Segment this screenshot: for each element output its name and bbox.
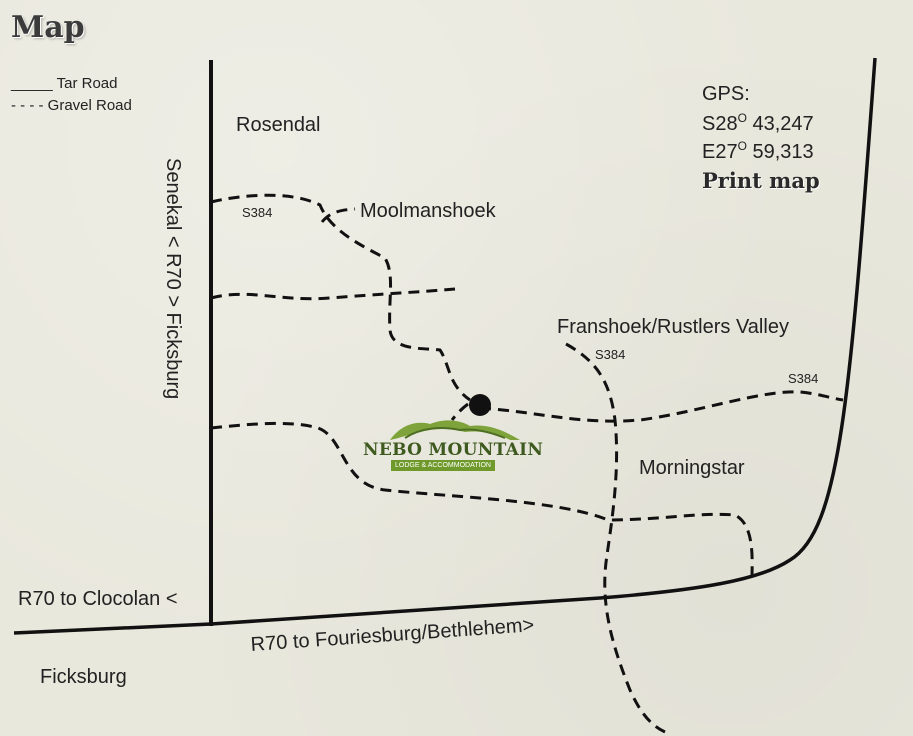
print-map-link[interactable]: Print map [702, 168, 820, 193]
place-rosendal: Rosendal [236, 114, 321, 136]
gps-label: GPS: [702, 83, 750, 105]
road-label-s384-middle: S384 [595, 347, 626, 362]
legend-gravel-road: - - - - Gravel Road [11, 97, 132, 114]
gps-longitude: E27O 59,313 [702, 139, 814, 163]
road-label-s384-east: S384 [788, 371, 819, 386]
place-ficksburg: Ficksburg [40, 666, 127, 688]
place-franshoek: Franshoek/Rustlers Valley [557, 316, 789, 338]
logo-name: NEBO MOUNTAIN [363, 440, 544, 460]
lodge-location-marker [469, 394, 491, 416]
gravel-road-lodge-spur [450, 402, 469, 421]
gravel-road-moolmanshoek [320, 207, 356, 223]
map-title: Map [11, 10, 85, 45]
gps-latitude: S28O 43,247 [702, 111, 814, 135]
tar-road-r70-main [13, 57, 877, 635]
gravel-road-s384-middle [565, 342, 666, 734]
gravel-road-lower [210, 421, 754, 579]
gravel-road-s384-west [210, 193, 471, 402]
gravel-road-upper [210, 287, 456, 301]
place-moolmanshoek: Moolmanshoek [360, 200, 496, 222]
nebo-mountain-logo [390, 420, 520, 440]
road-label-r70-clocolan: R70 to Clocolan < [18, 588, 178, 610]
logo-tagline: LODGE & ACCOMMODATION [391, 460, 495, 471]
place-morningstar: Morningstar [639, 457, 745, 479]
road-label-s384-west: S384 [242, 205, 273, 220]
road-label-senekal-ficksburg: Senekal < R70 > Ficksburg [162, 158, 184, 400]
gravel-road-s384-east [479, 390, 844, 423]
legend-tar-road: _____ Tar Road [11, 75, 118, 92]
